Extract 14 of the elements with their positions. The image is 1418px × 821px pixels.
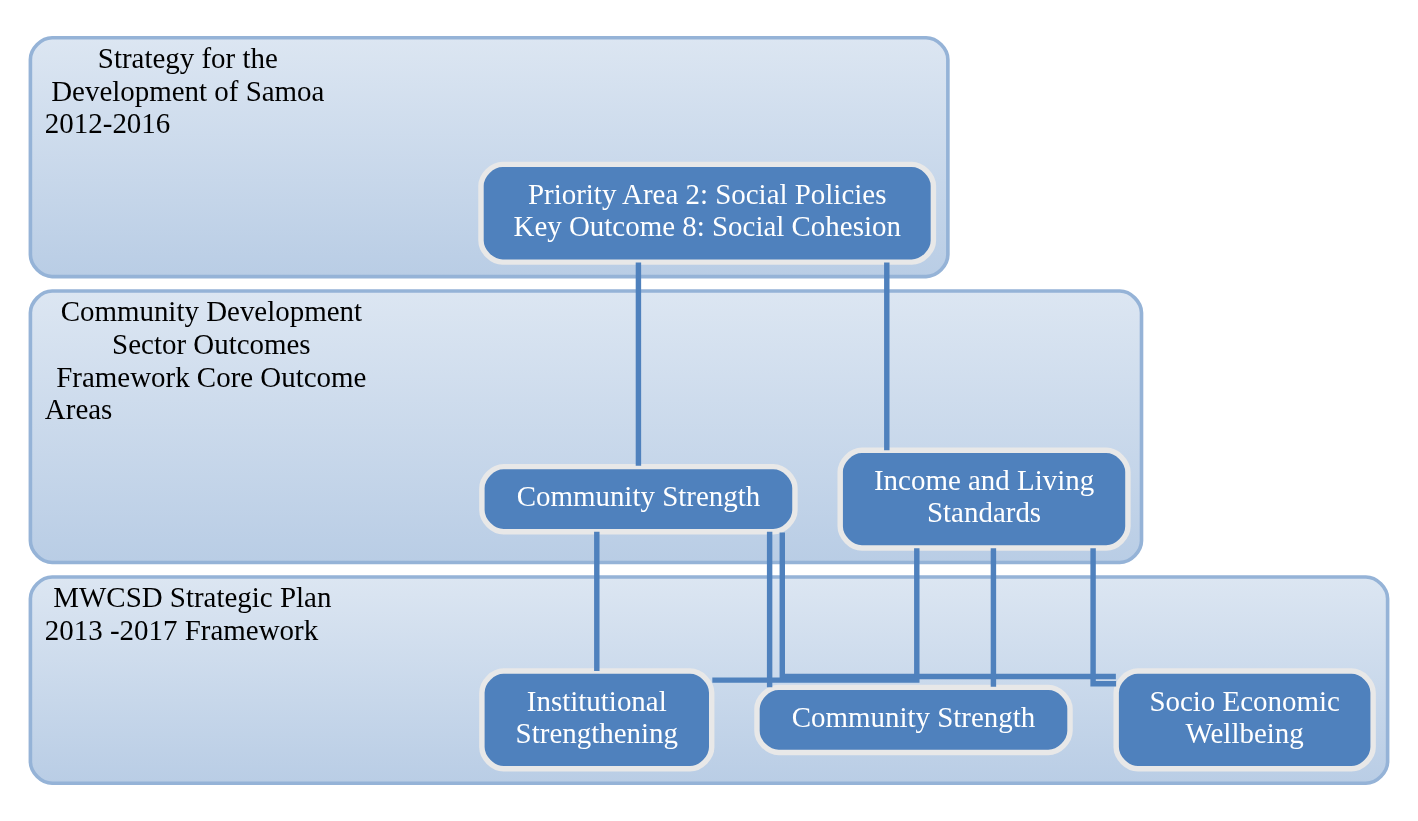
connector: [1090, 548, 1117, 687]
node-box: Institutional Strengthening: [479, 668, 715, 772]
node-box: Income and Living Standards: [837, 447, 1131, 551]
connector: [884, 262, 890, 451]
node-box: Community Strength: [479, 463, 798, 535]
connector: [766, 531, 773, 688]
connector: [635, 262, 642, 466]
connector: [990, 548, 997, 687]
node-box: Socio Economic Wellbeing: [1113, 668, 1376, 772]
node-box: Community Strength: [754, 684, 1073, 756]
connector: [712, 548, 920, 683]
connector: [779, 532, 1116, 680]
connector: [594, 531, 600, 671]
node-box: Priority Area 2: Social Policies Key Outcome 8: Social Cohesion: [478, 161, 937, 265]
